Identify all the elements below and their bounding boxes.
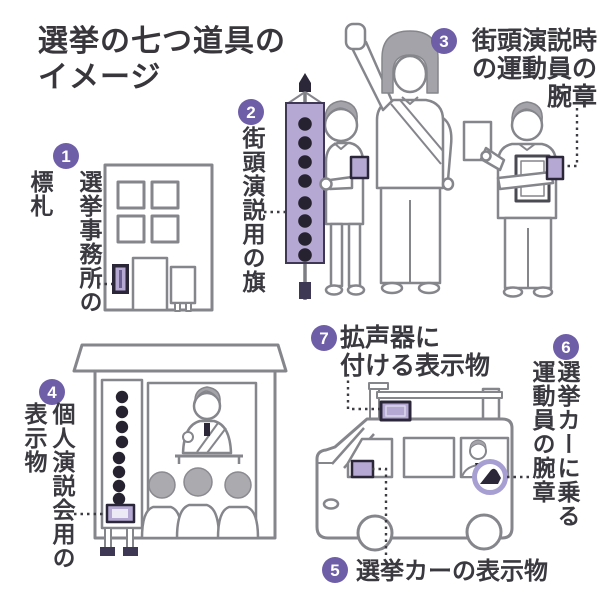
audience-head (183, 467, 213, 497)
building-window (150, 180, 180, 210)
banner-foot (100, 547, 115, 556)
shoe (502, 286, 524, 298)
hair (511, 101, 543, 123)
passenger-hair (469, 439, 487, 450)
face (510, 108, 544, 142)
speaker-sash (206, 427, 227, 454)
banner-text-dots (112, 390, 129, 506)
candidate-figure (344, 22, 455, 295)
banner-leg (104, 527, 112, 549)
gripping-hand (319, 177, 333, 191)
car-sign (350, 459, 375, 479)
leg (329, 222, 344, 288)
face (392, 54, 428, 94)
item-4-label: 個人演説会用の表示物 (21, 402, 75, 570)
windshield-line (331, 427, 365, 465)
item-7-label: 拡声器に付ける表示物 (340, 324, 491, 380)
shoe (346, 284, 366, 296)
stage-roof (72, 343, 288, 373)
collar (333, 142, 349, 150)
connector-lines (74, 108, 579, 556)
campaign-car-illustration (315, 382, 514, 552)
audience-body (216, 505, 260, 540)
shoe (380, 281, 404, 295)
speaker-tie (204, 423, 210, 436)
signboard-leg (185, 302, 192, 312)
connector-item7 (346, 374, 380, 411)
middle-window (402, 436, 456, 479)
building-window (150, 214, 180, 244)
connector-item5 (372, 467, 388, 556)
item-6-badge: 6 (553, 334, 579, 360)
armband (545, 155, 565, 181)
item-6-label: 選挙カーに乗る運動員の腕章 (529, 360, 580, 528)
page-title-line1: 選挙の七つ道具の (38, 25, 286, 58)
collar (518, 143, 536, 151)
speaker-sash (196, 422, 219, 453)
item-3-label: 街頭演説時の運動員の腕章 (471, 27, 597, 111)
building-window (116, 180, 146, 210)
building-door (131, 256, 169, 312)
item-3-badge: 3 (431, 28, 457, 54)
banner-leg (126, 527, 134, 549)
roof-rack-bar (376, 391, 503, 399)
armband-zoom-glyph (480, 468, 501, 484)
item-5-label: 選挙カーの表示物 (356, 558, 548, 585)
collar (401, 96, 419, 105)
sash (390, 103, 442, 165)
street-speech-flag-illustration (285, 73, 325, 300)
pole-base (299, 282, 311, 299)
flag-bearer-campaigner (323, 100, 370, 296)
item-4-badge: 4 (39, 379, 65, 405)
leaflet-campaigner (462, 101, 565, 298)
standing-signboard (169, 265, 197, 305)
hand (480, 150, 492, 162)
connector-item3 (565, 108, 579, 168)
torso (375, 98, 445, 190)
speech-meeting-stage (72, 343, 288, 556)
rack-mount-rear (481, 387, 501, 419)
item-7-badge: 7 (311, 325, 337, 351)
forearm (328, 175, 354, 191)
right-arm (442, 116, 453, 181)
sash (399, 99, 444, 152)
shoe (324, 284, 344, 296)
item-1-badge: 1 (53, 143, 79, 169)
front-wheel (356, 514, 394, 552)
item-2-badge: 2 (238, 99, 264, 125)
shoe (417, 281, 441, 295)
hair (324, 100, 358, 123)
pole-finial (299, 73, 311, 92)
fist (344, 22, 367, 51)
banner-foot (123, 547, 138, 556)
audience-head (224, 471, 252, 499)
headlight (322, 498, 340, 510)
audience-body (175, 503, 221, 540)
speaker-face (192, 391, 222, 421)
building-window (116, 214, 146, 244)
election-office-illustration (103, 163, 214, 312)
rear-wheel (465, 513, 503, 551)
speaker-hair (194, 386, 221, 404)
audience-head (148, 471, 176, 499)
speaker-hand (182, 431, 194, 443)
item-5-badge: 5 (322, 557, 348, 583)
leg (347, 222, 362, 288)
office-nameplate (112, 264, 129, 294)
item-1-label: 選挙事務所の標札 (27, 170, 102, 314)
page-title-line2: イメージ (38, 61, 162, 94)
loudspeaker-sign-inner (385, 405, 406, 417)
shoe (532, 286, 554, 298)
page-title: 選挙の七つ道具の イメージ (38, 24, 286, 96)
signboard-leg (174, 302, 181, 312)
flag-text-dots (298, 117, 312, 262)
banner-sign-inner (112, 509, 128, 518)
hair (381, 30, 439, 94)
armband (349, 155, 370, 180)
hand (441, 177, 455, 191)
holding-arm (496, 170, 555, 191)
item-2-label: 街頭演説用の旗 (239, 126, 265, 294)
